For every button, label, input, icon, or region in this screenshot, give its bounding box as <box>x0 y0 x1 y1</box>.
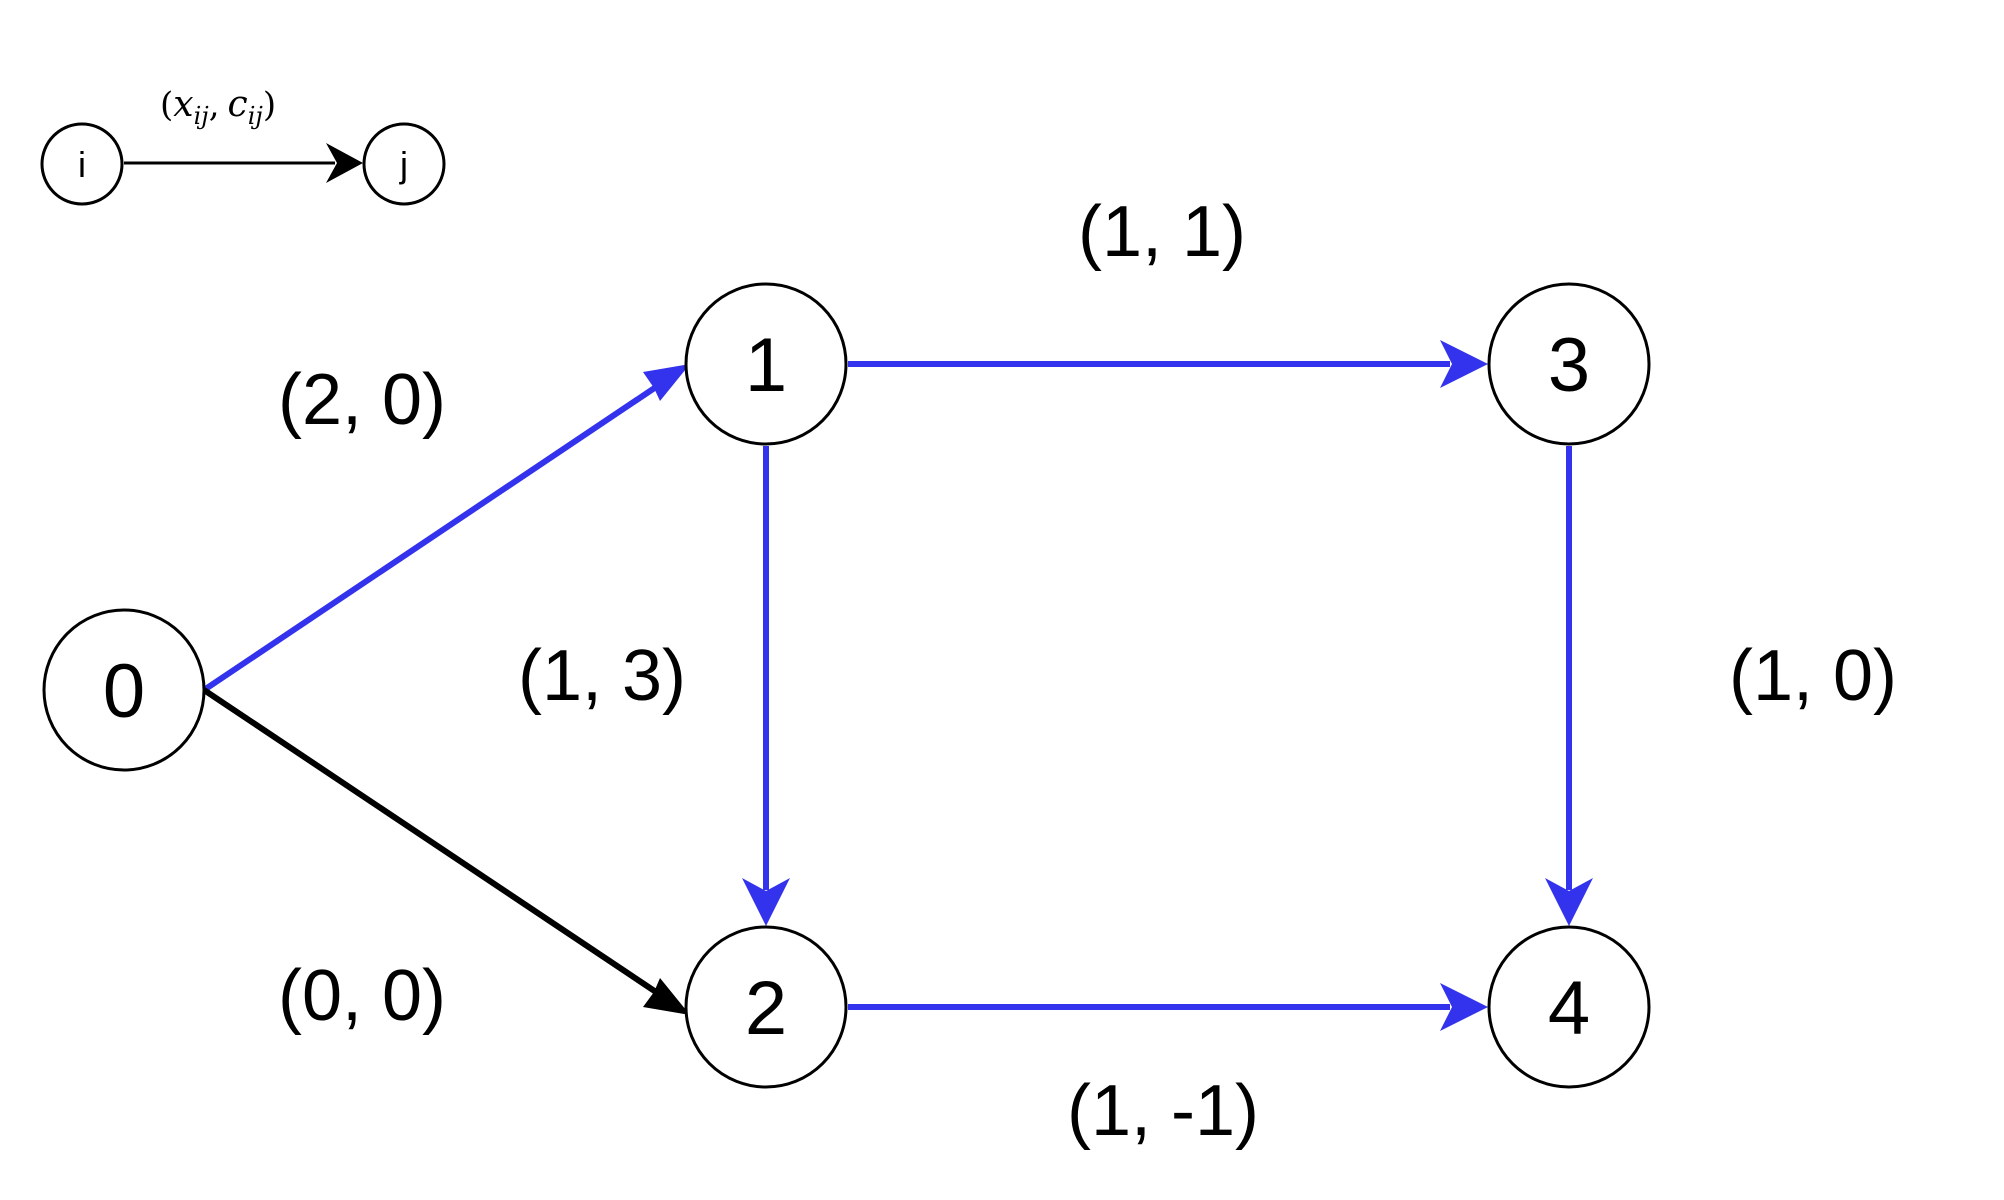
legend-node-to <box>362 122 446 206</box>
legend-paren-close: ) <box>263 85 276 125</box>
legend-cost-subscript: ij <box>248 102 264 130</box>
nodes: 0 1 2 3 4 <box>42 282 1651 1089</box>
legend-edge-label: (xij,cij) <box>160 84 276 130</box>
node-3: 3 <box>1487 282 1651 446</box>
edge-2-4-arrowhead <box>1440 983 1488 1031</box>
node-3-label: 3 <box>1548 323 1590 408</box>
node-1: 1 <box>684 282 848 446</box>
edges <box>202 340 1593 1031</box>
node-0: 0 <box>42 608 206 772</box>
edge-3-4-arrowhead <box>1545 878 1593 926</box>
edge-label-0-1: (2, 0) <box>278 360 446 440</box>
node-2: 2 <box>684 925 848 1089</box>
legend: i j (xij,cij) <box>40 84 446 206</box>
edge-label-1-2: (1, 3) <box>518 636 686 716</box>
edge-0-1 <box>202 384 658 693</box>
legend-cost-var: c <box>228 84 248 125</box>
edge-labels: (2, 0) (0, 0) (1, 3) (1, 1) (1, 0) (1, -… <box>278 192 1897 1151</box>
edge-0-1-arrowhead <box>643 364 690 401</box>
legend-arrowhead <box>326 143 363 183</box>
node-1-label: 1 <box>745 323 787 408</box>
edge-0-2 <box>202 687 658 995</box>
legend-node-from-label: i <box>78 144 86 185</box>
edge-label-2-4: (1, -1) <box>1067 1071 1259 1151</box>
node-2-label: 2 <box>745 966 787 1051</box>
legend-paren-open: ( <box>160 85 173 125</box>
legend-node-to-label: j <box>399 144 408 185</box>
node-4-label: 4 <box>1548 966 1590 1051</box>
edge-label-0-2: (0, 0) <box>278 956 446 1036</box>
node-1-circle <box>684 282 848 446</box>
edge-label-1-3: (1, 1) <box>1078 192 1246 272</box>
legend-comma: , <box>209 85 220 125</box>
node-2-circle <box>684 925 848 1089</box>
legend-node-from <box>40 122 124 206</box>
edge-1-3-arrowhead <box>1440 340 1488 388</box>
node-4-circle <box>1487 925 1651 1089</box>
node-0-label: 0 <box>103 649 145 734</box>
node-4: 4 <box>1487 925 1651 1089</box>
edge-1-2-arrowhead <box>742 878 790 926</box>
legend-flow-var: x <box>173 84 193 125</box>
legend-flow-subscript: ij <box>194 102 210 130</box>
node-3-circle <box>1487 282 1651 446</box>
node-0-circle <box>42 608 206 772</box>
edge-label-3-4: (1, 0) <box>1729 636 1897 716</box>
edge-0-2-arrowhead <box>643 978 690 1015</box>
